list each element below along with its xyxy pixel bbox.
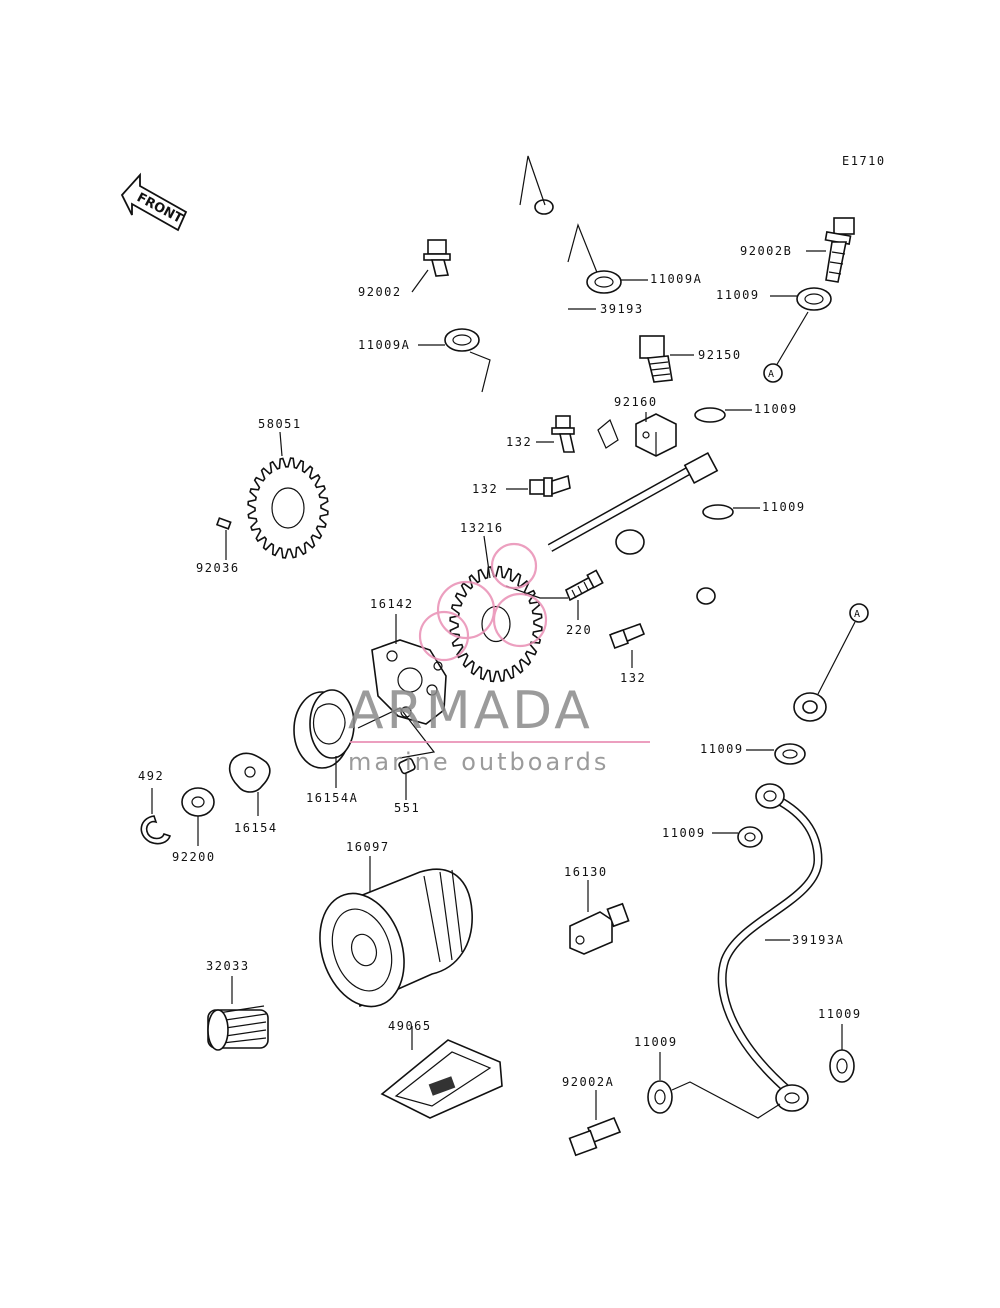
washer-92200 [181,787,215,817]
callout-11009-r2: 11009 [754,402,798,416]
pump-cover-16142 [371,639,447,725]
bolt-132-b [529,474,571,497]
oil-screen-49065 [380,1039,503,1119]
inner-rotor-16154 [228,752,271,793]
callout-39193A: 39193A [792,933,844,947]
bolt-92002 [423,239,451,277]
bolt-132-c [609,622,646,649]
outer-rotor-16154A [293,689,355,769]
washer-11009-r3 [702,504,734,520]
diagram-code: E1710 [842,154,886,168]
brand-tagline: marine outboards [348,748,609,776]
callout-92002B: 92002B [740,244,792,258]
callout-492: 492 [138,769,164,783]
bolt-220 [564,569,604,602]
callout-16142: 16142 [370,597,414,611]
brand-logo-icon [418,542,548,662]
callout-16154: 16154 [234,821,278,835]
key-92036 [215,517,232,530]
callout-16154A: 16154A [306,791,358,805]
callout-11009-r6: 11009 [818,1007,862,1021]
circlip-492 [140,815,172,845]
block-92160 [635,413,677,457]
callout-92036: 92036 [196,561,240,575]
gear-large-hub [481,605,511,643]
washer-11009-r2 [694,407,726,423]
oil-filter-16097 [319,868,473,1008]
callout-39193: 39193 [600,302,644,316]
callout-11009A-left: 11009A [358,338,410,352]
brand-name: ARMADA [348,681,593,741]
callout-49065: 49065 [388,1019,432,1033]
callout-92002: 92002 [358,285,402,299]
bolt-132-a [551,415,575,453]
oil-pipe-39193A [717,783,823,1112]
callout-11009-r4: 11009 [700,742,744,756]
callout-551: 551 [394,801,420,815]
washer-11009-r4 [774,743,806,765]
washer-11009A-top [586,270,622,294]
oil-pipe-39193 [519,155,827,722]
front-arrow-icon: FRONT [120,172,188,232]
callout-16130: 16130 [564,865,608,879]
gear-small-hub [271,487,305,529]
pin-551 [398,757,416,775]
callout-16097: 16097 [346,840,390,854]
callout-circle-a-top: A [768,369,774,380]
callout-circle-a-mid: A [854,609,860,620]
callout-32033: 32033 [206,959,250,973]
callout-92150: 92150 [698,348,742,362]
gear-small-teeth [247,457,329,559]
callout-132-b: 132 [472,482,498,496]
gear-13216 [449,565,543,683]
gear-large-teeth [449,565,543,683]
reference-circle-a-mid [849,603,869,623]
callout-92002A: 92002A [562,1075,614,1089]
bolt-92002B [824,217,855,283]
callout-11009A-top: 11009A [650,272,702,286]
bolt-92150 [639,335,673,383]
callout-11009-r3: 11009 [762,500,806,514]
gear-58051 [247,457,329,559]
washer-11009-r1 [796,287,832,311]
callout-11009-r1: 11009 [716,288,760,302]
callout-92160: 92160 [614,395,658,409]
washer-11009-r7 [647,1080,673,1114]
washer-11009-r6 [829,1049,855,1083]
bolt-92002A [568,1116,622,1157]
callout-132-c: 132 [620,671,646,685]
callout-11009-r5: 11009 [662,826,706,840]
callout-92200: 92200 [172,850,216,864]
callout-58051: 58051 [258,417,302,431]
callout-11009-r7: 11009 [634,1035,678,1049]
reference-circle-a-top [763,363,783,383]
callout-220: 220 [566,623,592,637]
callout-132-a: 132 [506,435,532,449]
spring-32033 [207,1005,269,1051]
washer-11009-r5 [737,826,763,848]
washer-11009A-left [444,328,480,352]
fitting-16130 [569,902,630,955]
callout-13216: 13216 [460,521,504,535]
brand-watermark: ARMADA marine outboards [348,542,650,776]
